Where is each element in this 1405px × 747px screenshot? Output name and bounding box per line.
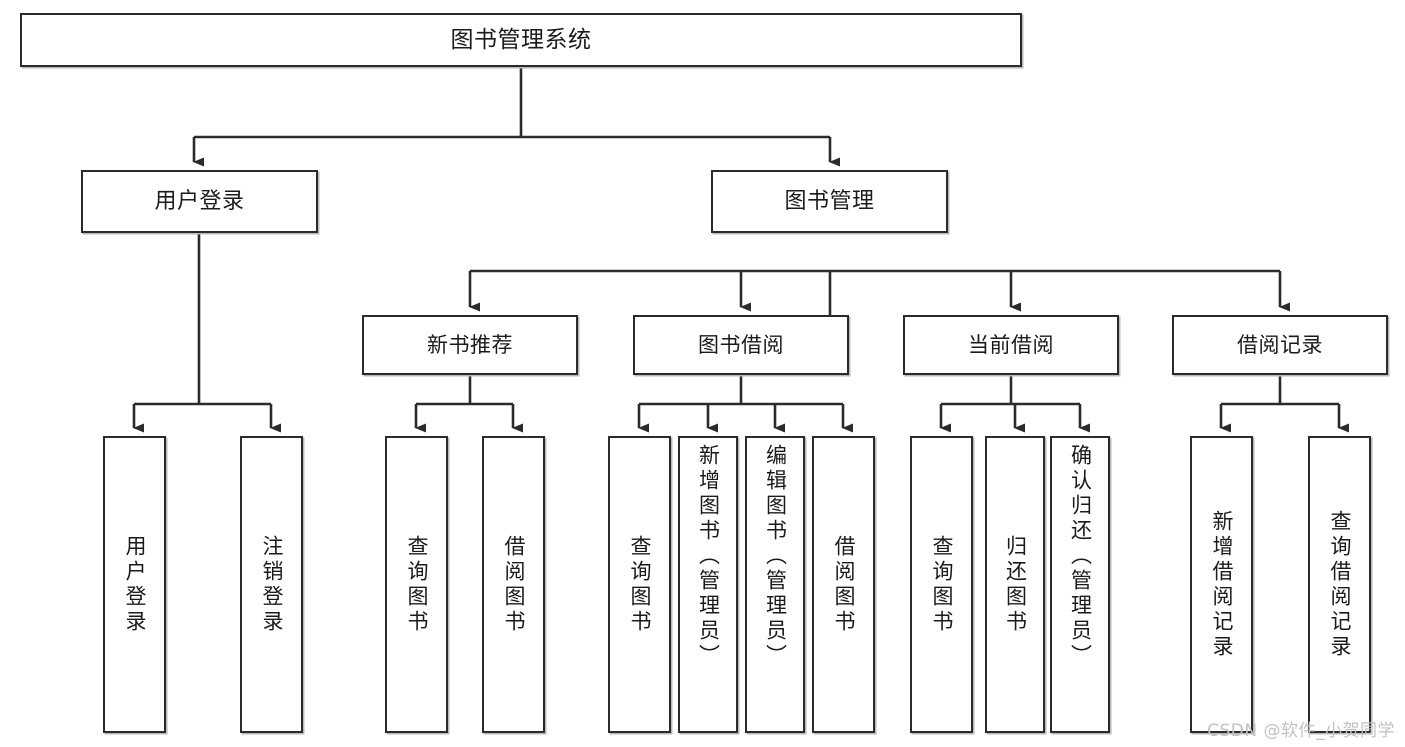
node-leaf-confirm-return[interactable]: 确认归还（管理员） <box>1050 436 1110 733</box>
csdn-watermark: CSDN @软件_小贺同学 <box>1207 721 1395 741</box>
node-new-book-rec-label: 新书推荐 <box>427 332 513 357</box>
node-leaf-edit-book[interactable]: 编辑图书（管理员） <box>745 436 805 733</box>
node-new-book-rec[interactable]: 新书推荐 <box>362 315 578 375</box>
node-leaf-add-record[interactable]: 新增借阅记录 <box>1190 436 1253 733</box>
node-book-borrow-label: 图书借阅 <box>698 332 784 357</box>
node-leaf-edit-book-label: 编辑图书（管理员） <box>763 444 788 669</box>
node-leaf-query-book-3[interactable]: 查询图书 <box>910 436 973 733</box>
node-root-label: 图书管理系统 <box>450 26 592 53</box>
node-leaf-borrow-book-1-label: 借阅图书 <box>502 534 526 635</box>
node-leaf-logout-label: 注销登录 <box>260 534 284 635</box>
node-leaf-query-record-label: 查询借阅记录 <box>1328 509 1352 660</box>
node-leaf-borrow-book-2[interactable]: 借阅图书 <box>812 436 875 733</box>
node-leaf-query-book-1-label: 查询图书 <box>405 534 429 635</box>
node-leaf-query-book-1[interactable]: 查询图书 <box>385 436 448 733</box>
node-book-manage[interactable]: 图书管理 <box>711 170 948 233</box>
node-leaf-borrow-book-1[interactable]: 借阅图书 <box>482 436 545 733</box>
node-leaf-query-book-2[interactable]: 查询图书 <box>608 436 671 733</box>
node-leaf-query-record[interactable]: 查询借阅记录 <box>1308 436 1371 733</box>
node-leaf-query-book-2-label: 查询图书 <box>628 534 652 635</box>
node-borrow-record-label: 借阅记录 <box>1237 332 1323 357</box>
node-leaf-add-record-label: 新增借阅记录 <box>1210 509 1234 660</box>
node-leaf-return-book[interactable]: 归还图书 <box>985 436 1045 733</box>
node-leaf-borrow-book-2-label: 借阅图书 <box>832 534 856 635</box>
node-leaf-return-book-label: 归还图书 <box>1003 534 1028 635</box>
node-leaf-user-login[interactable]: 用户登录 <box>103 436 166 733</box>
node-book-manage-label: 图书管理 <box>784 188 875 214</box>
node-leaf-user-login-label: 用户登录 <box>123 534 147 635</box>
node-borrow-record[interactable]: 借阅记录 <box>1172 315 1388 375</box>
node-current-borrow-label: 当前借阅 <box>968 332 1054 357</box>
node-root[interactable]: 图书管理系统 <box>20 13 1022 67</box>
node-user-login[interactable]: 用户登录 <box>81 170 318 233</box>
node-leaf-logout[interactable]: 注销登录 <box>240 436 303 733</box>
node-leaf-confirm-return-label: 确认归还（管理员） <box>1068 444 1093 669</box>
node-leaf-add-book[interactable]: 新增图书（管理员） <box>678 436 738 733</box>
node-leaf-add-book-label: 新增图书（管理员） <box>696 444 721 669</box>
node-leaf-query-book-3-label: 查询图书 <box>930 534 954 635</box>
node-user-login-label: 用户登录 <box>154 188 245 214</box>
node-book-borrow[interactable]: 图书借阅 <box>633 315 849 375</box>
node-current-borrow[interactable]: 当前借阅 <box>903 315 1119 375</box>
